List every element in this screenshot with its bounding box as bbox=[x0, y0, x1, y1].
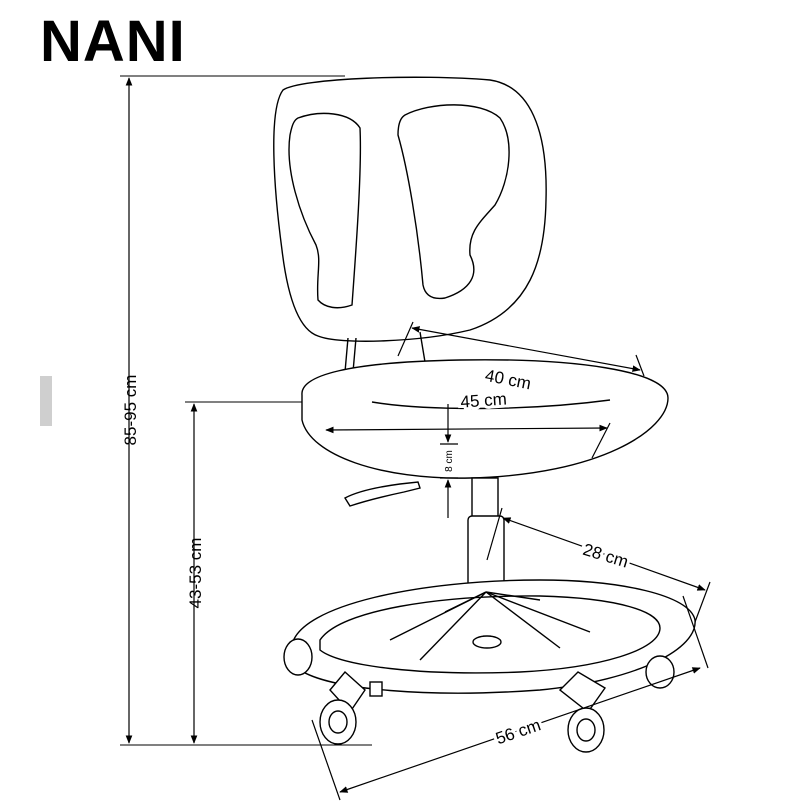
seat-width-label: 45 cm bbox=[460, 389, 508, 411]
footrest-depth-label: 28 cm bbox=[581, 540, 631, 572]
base-diameter-label: 56 cm bbox=[493, 715, 543, 748]
seat-thickness-label: 8 cm bbox=[444, 450, 455, 472]
seat bbox=[301, 359, 669, 479]
chair-outline bbox=[273, 76, 696, 753]
caster-right-back bbox=[645, 655, 675, 689]
caster-left-back bbox=[283, 638, 313, 676]
dimension-lines bbox=[125, 77, 711, 801]
seat-width-line bbox=[325, 424, 608, 434]
backrest-width-line bbox=[411, 326, 641, 372]
gas-cylinder-top bbox=[471, 477, 499, 519]
base-diameter-line bbox=[339, 667, 701, 793]
backrest-left-pad bbox=[288, 112, 362, 309]
side-tab-marker bbox=[40, 376, 52, 426]
backrest-right-pad bbox=[397, 104, 510, 300]
product-title: NANI bbox=[40, 9, 186, 74]
footrest-depth-line bbox=[502, 517, 706, 591]
total-height-label: 85-95 cm bbox=[121, 375, 140, 446]
seat-height-label: 43-53 cm bbox=[186, 538, 205, 609]
lever bbox=[344, 481, 421, 507]
